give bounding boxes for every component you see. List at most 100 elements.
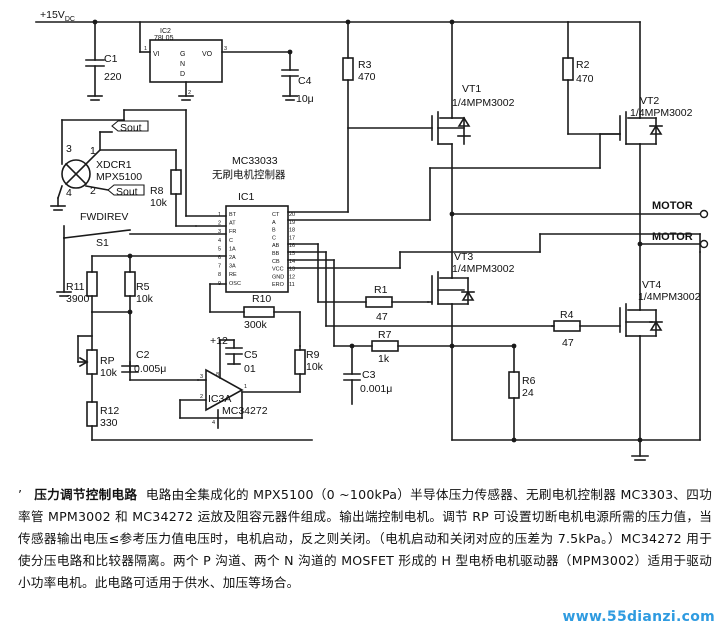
r11-value: 3900 [66,293,90,305]
r1-ref: R1 [374,284,388,296]
r2-value: 470 [576,73,594,85]
ic1-pin-right-7: CB [272,259,280,265]
watermark: www.55dianzi.com [562,609,715,625]
resistor-r2: R2 470 [562,21,621,135]
ic1-pin-num-right-6: 15 [289,251,295,257]
r10-value: 300k [244,319,268,331]
ic1-pin-num-left-6: 6 [218,255,221,261]
capacitor-c2: C2 0.005μ [121,349,199,381]
ic1-output-wiring [287,133,701,347]
r4-value: 47 [562,337,574,349]
ic3a-pin-minus: 2 [200,394,203,400]
ic1-pin-num-left-1: 1 [218,212,221,218]
ic1-pin-right-1: CT [272,212,280,218]
motor-label-bottom: MOTOR [652,231,693,243]
resistor-r10: R10 300k [209,283,301,347]
supply-rail: +15VDC [35,9,569,25]
opamp-ic3a: 3 2 1 8 4 IC3A MC34272 [179,339,268,429]
c3-ref: C3 [362,369,376,381]
r9-ref: R9 [306,349,320,361]
ic3a-pin-v: 8 [216,372,219,378]
s1-label[interactable]: S1 [96,237,109,249]
mosfet-vt2: VT2 1/4MPM3002 [567,21,693,311]
vt1-ref: VT1 [462,83,481,95]
mosfet-vt4: VT4 1/4MPM3002 [619,251,701,441]
ic1-pin-num-right-1: 20 [289,212,295,218]
r5-ref: R5 [136,281,150,293]
vt2-part: 1/4MPM3002 [630,107,693,119]
ic1-pin-right-3: B [272,228,276,234]
ic2-vi: VI [153,51,160,58]
r6-ref: R6 [522,375,536,387]
ic1-pin-right-5: AB [272,243,280,249]
supply-label: +15VDC [40,9,75,23]
resistor-r3: R3 470 [342,21,376,213]
vt4-ref: VT4 [642,279,661,291]
r2-ref: R2 [576,59,590,71]
ic2-vo: VO [202,51,213,58]
c5-ref: C5 [244,349,258,361]
capacitor-c1: C1 220 [85,21,122,101]
ic1-pin-num-right-9: 12 [289,274,295,280]
description-bullet: ’ [18,487,23,502]
ic1-pin-num-right-5: 16 [289,243,295,249]
vt1-part: 1/4MPM3002 [452,97,515,109]
description-body: 电路由全集成化的 MPX5100（0 ~100kPa）半导体压力传感器、无刷电机… [18,487,712,590]
c1-value: 220 [104,71,122,83]
rp-value: 10k [100,367,118,379]
ic1-pin-num-left-3: 3 [218,229,221,235]
capacitor-c4: C4 10μ [281,69,314,105]
ic3a-part: MC34272 [222,405,268,417]
motor-label-top: MOTOR [652,200,693,212]
ic1-pin-num-right-4: 17 [289,235,295,241]
r10-ref: R10 [252,293,271,305]
ic2-n: N [180,61,185,68]
r8-value: 10k [150,197,168,209]
switch-s1: FWDIREV S1 [56,211,227,297]
ic1-part: MC33033 [232,155,278,167]
motor-outputs: MOTOR MOTOR [449,200,709,249]
r8-ref: R8 [150,185,164,197]
ic1-pin-num-left-4: 4 [218,238,221,244]
c4-value: 10μ [296,93,314,105]
motor-terminal-top[interactable] [699,209,709,219]
vt4-part: 1/4MPM3002 [638,291,701,303]
ic3a-ref: IC3A [208,393,231,405]
ic1-pin-left-2: AT [229,221,236,227]
resistor-r8: R8 10k [150,149,197,227]
r3-ref: R3 [358,59,372,71]
ic1-pin-right-8: VCC [272,267,284,273]
ic1-pin-right-4: C [272,235,276,241]
ic1-pin-num-left-8: 8 [218,272,221,278]
ic2-pin2: 2 [188,90,191,96]
resistor-r6: R6 24 [508,345,536,441]
ic1-desc: 无刷电机控制器 [212,168,286,181]
ic2-part: 78L05 [154,35,174,42]
r7-value: 1k [378,353,390,365]
xdcr1-ref: XDCR1 [96,159,132,171]
resistor-r11: R11 3900 [66,255,227,313]
ic1-pin-left-4: C [229,238,233,244]
description-title: 压力调节控制电路 [34,487,138,502]
ic2-d: D [180,71,185,78]
r4-ref: R4 [560,309,574,321]
ic2-g: G [180,51,185,58]
motor-terminal-bottom[interactable] [699,239,709,249]
ic1-pin-right-9: GND [272,274,284,280]
ic1-pin-num-right-2: 19 [289,220,295,226]
ic3a-pin-plus: 3 [200,374,203,380]
fwdirev-label: FWDIREV [80,211,128,223]
description-paragraph: ’ 压力调节控制电路 电路由全集成化的 MPX5100（0 ~100kPa）半导体… [18,484,712,594]
c2-value: 0.005μ [134,363,166,375]
r3-value: 470 [358,71,376,83]
r11-ref: R11 [66,281,85,293]
ic1-pin-left-7: 3A [229,264,236,270]
ic2-pin3: 3 [224,46,227,52]
ic1-pin-left-5: 1A [229,246,236,252]
potentiometer-rp[interactable]: RP 10k [77,311,118,379]
r6-value: 24 [522,387,534,399]
c5-value: 01 [244,363,256,375]
resistor-r9: R9 10k [241,345,324,393]
